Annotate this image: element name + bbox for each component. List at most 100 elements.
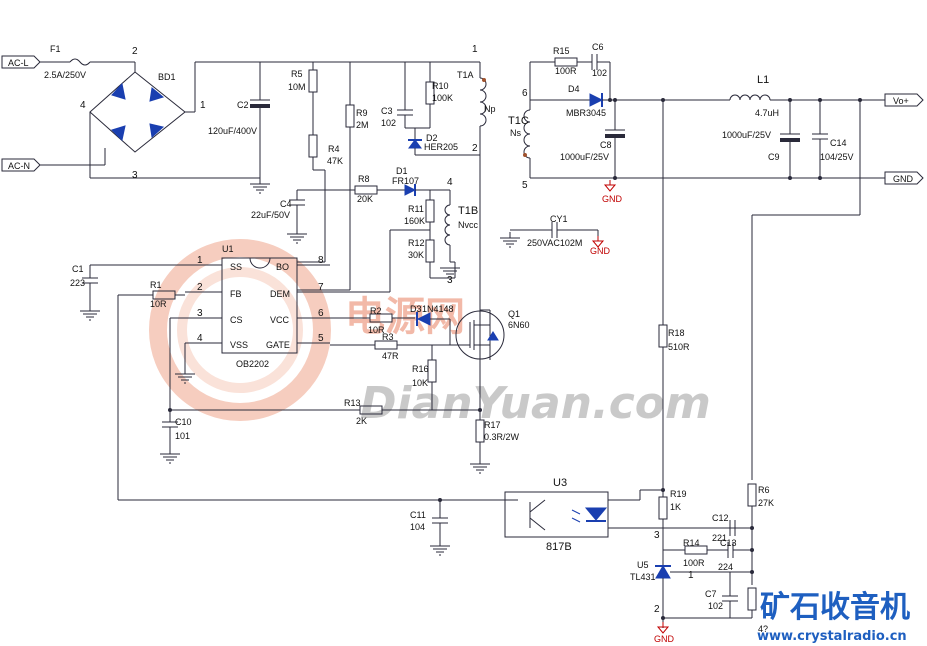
components-r13-ref-label: R13 (344, 398, 361, 408)
components-t1a-pin_bot-label: 2 (472, 143, 478, 154)
u1-part: OB2202 (236, 359, 269, 369)
components-r8-ref-label: R8 (358, 174, 370, 184)
ic-right_pins-3-num-label: 5 (318, 333, 324, 344)
components-d1-value-label: FR107 (392, 176, 419, 186)
components-cy1-value-label: 250VAC102M (527, 238, 582, 248)
t1a-primary (479, 62, 487, 410)
ic-left_pins-3-name-label: VSS (230, 340, 248, 350)
components-r11-value-label: 160K (404, 216, 425, 226)
components-c4-ref-label: C4 (280, 199, 292, 209)
ic-left_pins-2-num-label: 3 (197, 308, 203, 319)
components-r14-value-label: 100R (683, 558, 705, 568)
ic-right_pins-2-num-label: 6 (318, 308, 324, 319)
components-q1-value-label: 6N60 (508, 320, 530, 330)
ic-left_pins-3-num-label: 4 (197, 333, 203, 344)
r19-resistor (658, 490, 668, 528)
components-u5-value-label: TL431 (630, 572, 656, 582)
r9-resistor (297, 62, 355, 291)
components-d2-value-label: HER205 (424, 142, 458, 152)
ports-gnd-label: GND (893, 174, 914, 184)
bd1-pin-3: 3 (132, 170, 138, 181)
components-t1b-pin_top-label: 4 (447, 177, 453, 188)
gnd_labels-2-label: GND (654, 634, 675, 644)
components-cy1-ref-label: CY1 (550, 214, 568, 224)
components-r10-value-label: 100K (432, 93, 453, 103)
components-d4-ref-label: D4 (568, 84, 580, 94)
components-t1a-value-label: Np (484, 104, 496, 114)
components-d3-value-label: 1N4148 (422, 304, 454, 314)
ac-n-port: AC-N (1, 158, 41, 172)
components-r15-value-label: 100R (555, 66, 577, 76)
gnd-port: GND (884, 171, 924, 185)
components-r12-ref-label: R12 (408, 238, 425, 248)
input-wires (40, 58, 480, 179)
components-r9-value-label: 2M (356, 120, 369, 130)
components-d1-ref-label: D1 (396, 166, 408, 176)
components-u5pins-2-label: 2 (654, 604, 660, 615)
components-u5pins-1-label: 1 (688, 570, 694, 581)
ports-ac_n-label: AC-N (8, 161, 30, 171)
components-r2-value-label: 10R (368, 325, 385, 335)
watermark-en: DianYuan.com (360, 378, 711, 429)
ic-left_pins-0-name-label: SS (230, 262, 242, 272)
components-r3-ref-label: R3 (382, 332, 394, 342)
r18-resistor (639, 324, 668, 500)
components-r16-value-label: 10K (412, 378, 428, 388)
bd1-pin-2: 2 (132, 46, 138, 57)
watermark-logo-ring (149, 239, 331, 421)
crystalradio-logo: 矿石收音机 www.crystalradio.cn (757, 590, 918, 644)
ic-right_pins-0-num-label: 8 (318, 255, 324, 266)
components-r16-ref-label: R16 (412, 364, 429, 374)
vo-port: Vo+ (884, 93, 924, 107)
components-c8-ref-label: C8 (600, 140, 612, 150)
components-r17-value-label: 0.3R/2W (484, 432, 520, 442)
components-c13-value-label: 224 (718, 562, 733, 572)
bd1-ref: BD1 (158, 72, 176, 82)
ic-right_pins-3-name-label: GATE (266, 340, 290, 350)
secondary-wires (523, 54, 885, 480)
components-c3-value-label: 102 (381, 118, 396, 128)
components-t1c-pin_top-label: 6 (522, 88, 528, 99)
components-c10-value-label: 101 (175, 431, 190, 441)
components-t1a-ref-label: T1A (457, 70, 474, 80)
components-c12-value-label: 221 (712, 533, 727, 543)
components-t1b-ref-label: T1B (458, 205, 478, 217)
components-c7-ref-label: C7 (705, 589, 717, 599)
ic-left_pins-1-name-label: FB (230, 289, 242, 299)
tl431-network (655, 520, 754, 634)
vcc-aux-network (286, 184, 460, 293)
components-r9-ref-label: R9 (356, 108, 368, 118)
components-l1-value-label: 4.7uH (755, 108, 779, 118)
components-r6-value-label: 27K (758, 498, 774, 508)
components-d3-ref-label: D3 (410, 304, 422, 314)
components-u5pins-0-label: 3 (654, 530, 660, 541)
ports-vo-label: Vo+ (893, 96, 909, 106)
components-r5-ref-label: R5 (291, 69, 303, 79)
ic-right_pins-1-name-label: DEM (270, 289, 290, 299)
components-r3-value-label: 47R (382, 351, 399, 361)
f1-value: 2.5A/250V (44, 70, 86, 80)
u1-ic-body (185, 257, 330, 354)
components-c2-ref-label: C2 (237, 100, 249, 110)
components-t1b-pin_bot-label: 3 (447, 275, 453, 286)
q1-mosfet (455, 309, 505, 360)
ic-right_pins-2-name-label: VCC (270, 315, 290, 325)
rcd-snubber (397, 62, 480, 156)
components-l1-ref-label: L1 (757, 74, 769, 86)
components-r4-ref-label: R4 (328, 144, 340, 154)
components-r18-value-label: 510R (668, 342, 690, 352)
components-r4-value-label: 47K (327, 156, 343, 166)
components-c9-value-label: 1000uF/25V (722, 130, 771, 140)
components-r6-ref-label: R6 (758, 485, 770, 495)
ic-left_pins-2-name-label: CS (230, 315, 243, 325)
components-c1-value-label: 223 (70, 278, 85, 288)
components-c14-value-label: 104/25V (820, 152, 854, 162)
components-u3-ref-label: U3 (553, 477, 567, 489)
gate-drive (330, 312, 460, 410)
ac-l-port: AC-L (1, 55, 41, 69)
c2-capacitor (249, 62, 271, 194)
components-r19-ref-label: R19 (670, 489, 687, 499)
components-t1c-ref-label: T1C (508, 115, 529, 127)
r17-sense (469, 408, 491, 474)
gnd_labels-0-label: GND (602, 194, 623, 204)
